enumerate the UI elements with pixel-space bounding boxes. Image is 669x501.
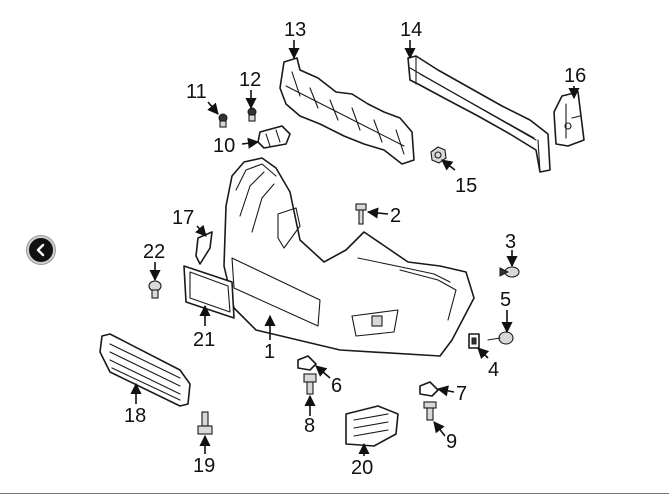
leader-7 xyxy=(436,385,455,397)
bolt-part-2 xyxy=(355,203,367,225)
bolt-part-8 xyxy=(303,373,317,395)
chevron-left-icon xyxy=(36,243,45,257)
leader-15 xyxy=(441,159,456,171)
license-bracket-part xyxy=(183,265,235,319)
bumper-cover-part xyxy=(223,157,475,357)
callout-22: 22 xyxy=(143,241,165,263)
clip-part-11 xyxy=(218,113,228,128)
leader-9 xyxy=(433,421,446,437)
fog-cover-part xyxy=(345,405,399,447)
callout-1: 1 xyxy=(264,341,275,363)
previous-button[interactable] xyxy=(27,236,55,264)
clip-part-3 xyxy=(499,266,520,278)
callout-labels: 13 14 16 11 12 10 15 2 3 5 4 17 22 21 1 … xyxy=(124,19,586,479)
callout-19: 19 xyxy=(193,455,215,477)
callout-20: 20 xyxy=(351,457,373,479)
callout-3: 3 xyxy=(505,231,516,253)
leader-2 xyxy=(366,207,389,219)
grille-part xyxy=(99,333,191,407)
callout-5: 5 xyxy=(500,289,511,311)
leader-6 xyxy=(315,365,331,379)
leader-11 xyxy=(207,101,219,115)
clip-part-6 xyxy=(297,355,317,371)
callout-9: 9 xyxy=(446,431,457,453)
leader-lines xyxy=(130,40,580,456)
clip-part-12 xyxy=(247,107,257,122)
callout-17: 17 xyxy=(172,207,194,229)
screw-part-5 xyxy=(487,331,514,345)
nut-part xyxy=(430,146,447,164)
energy-absorber-part xyxy=(279,57,415,165)
leader-4 xyxy=(477,347,490,360)
callout-16: 16 xyxy=(564,65,586,87)
bumper-reinforcement-part xyxy=(407,55,551,173)
callout-18: 18 xyxy=(124,405,146,427)
leader-10 xyxy=(241,137,260,149)
callout-13: 13 xyxy=(284,19,306,41)
callout-10: 10 xyxy=(213,135,235,157)
bracket-part-10 xyxy=(257,125,291,149)
callout-7: 7 xyxy=(456,383,467,405)
callout-12: 12 xyxy=(239,69,261,91)
screw-part-22 xyxy=(148,280,162,299)
callout-11: 11 xyxy=(186,81,207,103)
clip-part-19 xyxy=(197,411,213,435)
clip-part-4 xyxy=(468,333,480,349)
callout-2: 2 xyxy=(390,205,401,227)
trim-part-17 xyxy=(195,231,213,265)
callout-21: 21 xyxy=(193,329,215,351)
callout-15: 15 xyxy=(455,175,477,197)
bolt-part-9 xyxy=(423,401,437,421)
leader-17 xyxy=(195,224,207,237)
callout-6: 6 xyxy=(331,375,342,397)
clip-part-7 xyxy=(419,381,439,397)
side-bracket-part xyxy=(553,91,585,147)
callout-14: 14 xyxy=(400,19,422,41)
callout-4: 4 xyxy=(488,359,499,381)
callout-8: 8 xyxy=(304,415,315,437)
bottom-divider xyxy=(0,493,669,494)
